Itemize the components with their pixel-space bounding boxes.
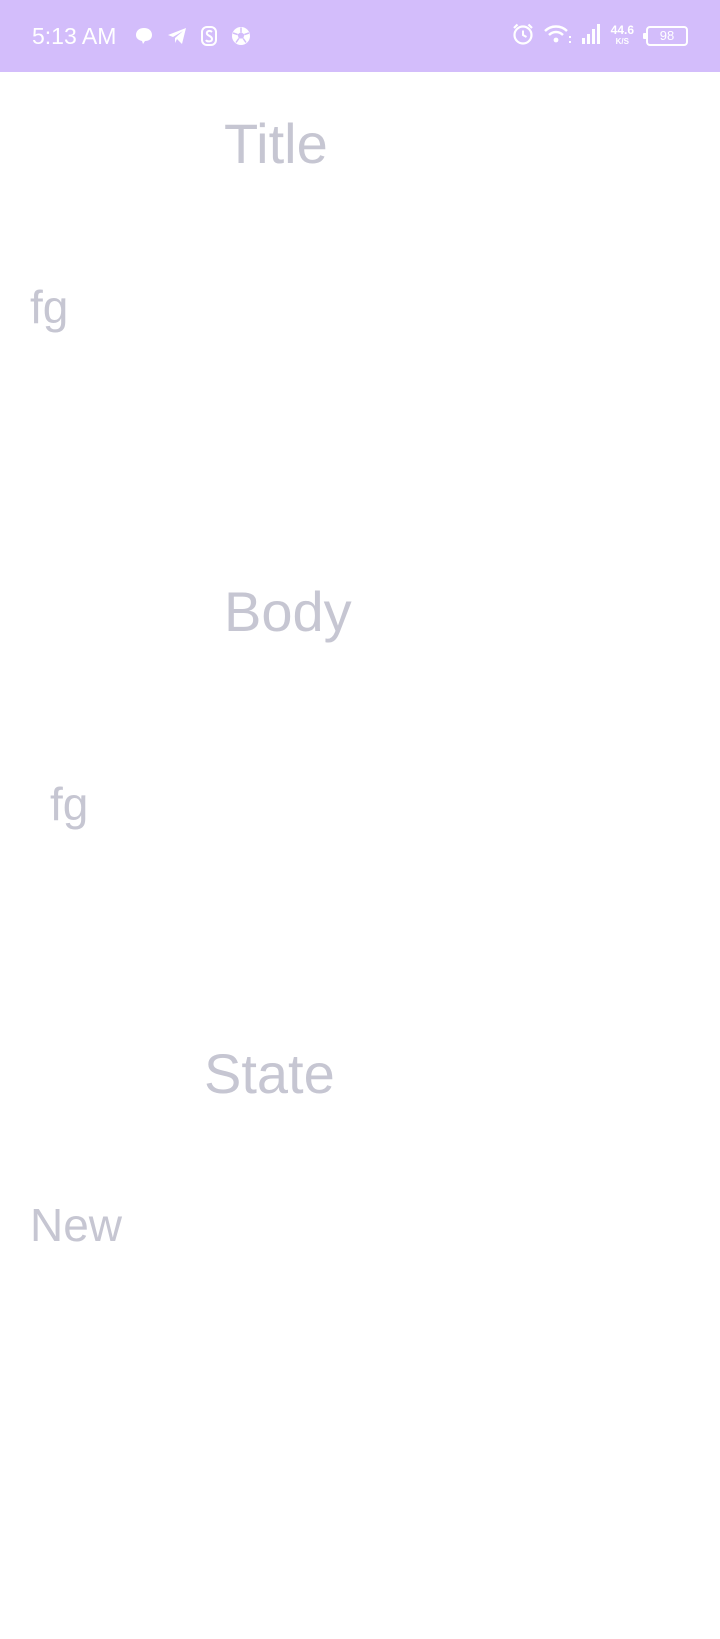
telegram-icon [167, 26, 187, 46]
title-value[interactable]: fg [30, 281, 69, 333]
title-label: Title [224, 112, 328, 175]
wifi-icon [543, 22, 573, 51]
state-value[interactable]: New [30, 1199, 123, 1251]
battery-icon: 98 [643, 26, 688, 46]
battery-level: 98 [659, 28, 675, 43]
network-speed: 44.6 K/S [610, 23, 634, 47]
body-value[interactable]: fg [50, 778, 89, 830]
soccer-ball-icon [231, 26, 251, 46]
state-label: State [204, 1042, 335, 1105]
network-speed-unit: K/S [615, 37, 629, 46]
network-speed-value: 44.6 [610, 23, 634, 37]
chat-bubble-icon [134, 26, 154, 46]
body-label: Body [224, 580, 352, 643]
status-time: 5:13 AM [32, 23, 117, 49]
signal-icon [581, 23, 603, 50]
notification-icons [134, 24, 251, 48]
app-s-icon [200, 26, 218, 46]
alarm-icon [511, 22, 535, 51]
status-bar: 5:13 AM [0, 0, 720, 72]
system-icons: 44.6 K/S 98 [511, 20, 688, 52]
